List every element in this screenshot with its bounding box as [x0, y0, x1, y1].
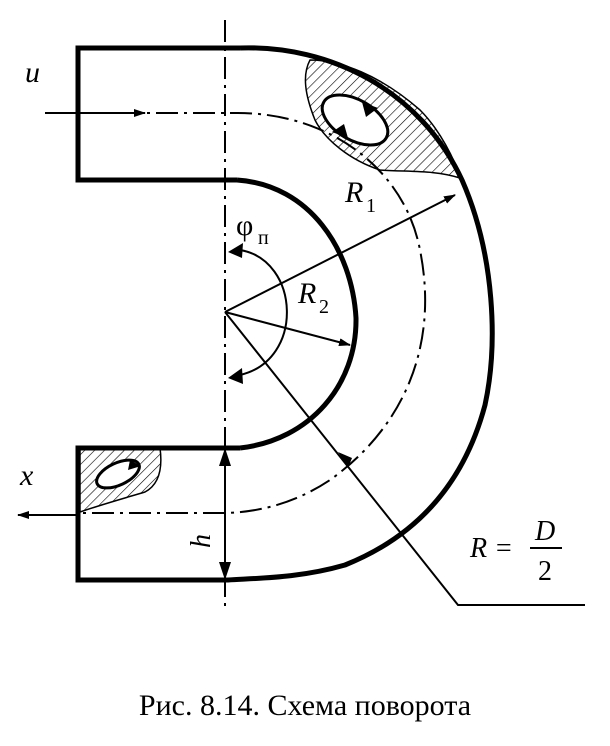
- lower-vortex-arrow: [128, 460, 141, 470]
- label-R-eq: R =: [469, 533, 513, 564]
- radius-R2: [224, 311, 351, 347]
- label-phi-sub: п: [258, 227, 269, 249]
- label-u: u: [25, 56, 40, 89]
- label-R2-sub: 2: [319, 296, 329, 318]
- turn-angle-arc: [239, 249, 288, 376]
- h-arrow-bottom: [219, 562, 231, 580]
- radius-R1: [224, 194, 456, 313]
- label-x: x: [19, 459, 34, 492]
- upper-vortex-arrow: [362, 102, 378, 117]
- label-R2: R: [297, 277, 316, 310]
- label-R-eq-den: 2: [538, 556, 552, 587]
- pipe-outer-bend: [75, 45, 495, 583]
- turn-angle-arrow-top: [228, 243, 243, 258]
- R-leader-arrow: [338, 452, 352, 468]
- figure-caption: Рис. 8.14. Схема поворота: [139, 689, 471, 722]
- R-leader-line: [224, 311, 585, 606]
- upper-vortex-arrow-2: [332, 124, 348, 138]
- label-R1: R: [344, 176, 363, 209]
- h-arrow-top: [219, 448, 231, 466]
- turn-angle-arrow-bottom: [228, 368, 243, 384]
- pipe-centerline: [45, 111, 427, 514]
- pipe-inner-wall: [236, 177, 359, 451]
- label-h: h: [186, 534, 217, 548]
- label-R-eq-num: D: [534, 516, 555, 547]
- label-R1-sub: 1: [366, 195, 376, 217]
- label-phi: φ: [236, 209, 253, 242]
